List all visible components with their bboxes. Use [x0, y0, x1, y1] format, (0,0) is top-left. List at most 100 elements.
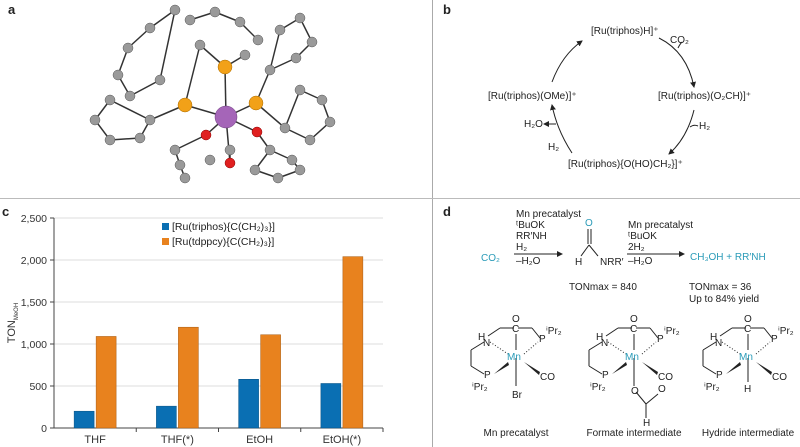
- bond: [284, 89, 301, 129]
- carbon-atom: [184, 14, 196, 26]
- amine-n: N: [483, 338, 491, 349]
- phosphorus-atom: [248, 95, 264, 111]
- legend-label: [Ru(triphos){C(CH₂)₃}]: [172, 221, 275, 233]
- carbon-atom: [122, 42, 134, 54]
- bond: [269, 29, 281, 71]
- panel-divider-vertical: [432, 0, 433, 447]
- panel-b-label: b: [443, 2, 451, 17]
- structure-label: Hydride intermediate: [701, 428, 795, 439]
- scheme-drawing: [514, 229, 685, 257]
- cycle-ru-formate: [Ru(triphos)(O₂CH)]⁺: [658, 91, 752, 102]
- bar-triphos: [320, 383, 342, 429]
- co-ligand: CO: [658, 372, 673, 383]
- co-ligand: CO: [772, 372, 787, 383]
- carbonyl-o: O: [512, 314, 520, 325]
- carbon-atom: [294, 164, 306, 176]
- carbon-atom: [324, 116, 336, 128]
- ton-max-1: TONmax = 840: [569, 282, 637, 293]
- legend-swatch: [162, 223, 169, 230]
- y-axis-label: TONMeOH: [6, 303, 20, 343]
- y-axis-label-main: TON: [6, 320, 18, 343]
- scheme-conditions-2: Mn precatalyst ᵗBuOK 2H₂: [628, 220, 693, 253]
- structure-label: Mn precatalyst: [483, 428, 549, 439]
- carbon-atom: [264, 144, 276, 156]
- carbon-atom: [194, 39, 206, 51]
- axial-ligand: Br: [512, 390, 522, 401]
- ipr2-left: ⁱPr₂: [704, 382, 720, 393]
- y-tick-label: 1,000: [21, 339, 47, 351]
- legend-swatch: [162, 238, 169, 245]
- mn-atom: Mn: [507, 352, 521, 363]
- scheme-conditions-1: Mn precatalyst ᵗBuOK RR′NH H₂: [516, 209, 581, 253]
- formamide-h: H: [575, 257, 583, 268]
- carbon-atom: [134, 132, 146, 144]
- oxygen-atom: [224, 157, 236, 169]
- phosphine-p-left: P: [602, 370, 609, 381]
- carbon-atom: [239, 49, 251, 61]
- catalytic-cycle-arrows: [543, 37, 699, 155]
- panel-a-label: a: [8, 2, 16, 17]
- formamide-n: NRR′: [600, 257, 624, 268]
- carbon-atom: [209, 6, 221, 18]
- carbon-atom: [154, 74, 166, 86]
- cycle-ru-hemiacetal: [Ru(triphos){O(HO)CH₂}]⁺: [568, 159, 683, 170]
- carbon-atom: [179, 172, 191, 184]
- carbon-atom: [286, 154, 298, 166]
- phosphine-p-right: P: [771, 334, 778, 345]
- carbonyl-o: O: [744, 314, 752, 325]
- cycle-h2-left: H₂: [548, 142, 560, 153]
- y-tick-label: 1,500: [21, 297, 47, 309]
- formate-o: O: [631, 386, 639, 397]
- mn-atom: Mn: [739, 352, 753, 363]
- bar-tdppcy: [178, 326, 199, 429]
- carbon-atom: [144, 22, 156, 34]
- cond1-line: RR′NH: [516, 231, 547, 242]
- structure-bonds: [470, 327, 541, 386]
- phosphorus-atom: [177, 97, 193, 113]
- carbon-atom: [234, 16, 246, 28]
- carbon-atom: [104, 134, 116, 146]
- bar-tdppcy: [260, 334, 281, 429]
- crystal-structure: [89, 4, 336, 184]
- scheme-co2: CO₂: [481, 253, 500, 264]
- carbon-atom: [224, 144, 236, 156]
- oxygen-atom: [251, 126, 263, 138]
- y-tick-label: 2,000: [21, 255, 47, 267]
- carbon-atom: [124, 90, 136, 102]
- cycle-ru-methoxide: [Ru(triphos)(OMe)]⁺: [488, 91, 577, 102]
- structure-bonds: [702, 327, 773, 382]
- carbon-atom: [252, 34, 264, 46]
- bar-tdppcy: [342, 256, 364, 429]
- panel-c-label: c: [2, 204, 10, 219]
- cycle-co2: CO₂: [670, 35, 689, 46]
- phosphine-p-left: P: [484, 370, 491, 381]
- panel-d-label: d: [443, 204, 451, 219]
- phosphine-p-right: P: [657, 334, 664, 345]
- cycle-ru-hydride: [Ru(triphos)H]⁺: [591, 26, 659, 37]
- carbon-atom: [290, 52, 302, 64]
- amine-h: H: [478, 332, 486, 343]
- ipr2-right: ⁱPr₂: [778, 326, 794, 337]
- formamide-o: O: [585, 218, 593, 229]
- bond: [109, 99, 151, 121]
- yield-text: Up to 84% yield: [689, 294, 760, 305]
- bond: [159, 9, 176, 81]
- carbon-atom: [169, 144, 181, 156]
- carbon-atom: [264, 64, 276, 76]
- formate-o2: O: [658, 384, 666, 395]
- carbon-atom: [294, 84, 306, 96]
- carbon-atom: [174, 159, 186, 171]
- formate-h: H: [643, 418, 651, 429]
- ruthenium-atom: [214, 105, 238, 129]
- carbon-atom: [204, 154, 216, 166]
- cond1-line: H₂: [516, 242, 528, 253]
- cycle-h2-right: H₂: [699, 121, 711, 132]
- carbonyl-c: C: [630, 324, 638, 335]
- cond2-line: Mn precatalyst: [628, 220, 694, 231]
- ipr2-left: ⁱPr₂: [590, 382, 606, 393]
- cycle-h2o: H₂O: [524, 119, 543, 130]
- bar-tdppcy: [95, 336, 117, 429]
- scheme-cond1-below: –H₂O: [516, 256, 541, 267]
- carbonyl-c: C: [512, 324, 520, 335]
